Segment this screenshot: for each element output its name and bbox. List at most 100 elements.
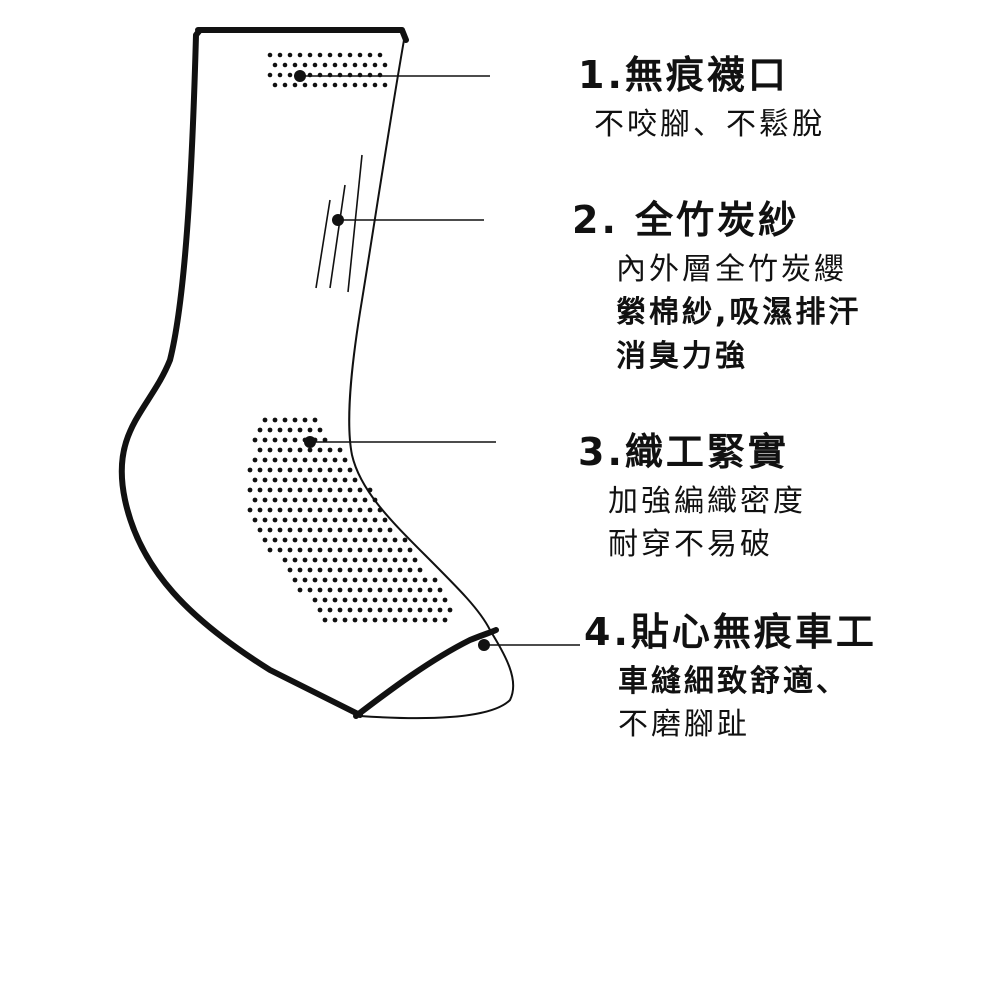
heel-dot [317, 467, 323, 473]
heel-dot [332, 497, 338, 503]
heel-dot [322, 597, 328, 603]
heel-dot [382, 557, 388, 563]
heel-dot [297, 507, 303, 513]
heel-dot [432, 577, 438, 583]
heel-dot [277, 507, 283, 513]
heel-dot [442, 597, 448, 603]
heel-dot [272, 437, 278, 443]
heel-dot [272, 417, 278, 423]
cuff-dot [357, 52, 363, 58]
heel-dot [267, 427, 273, 433]
cuff-dot [342, 62, 348, 68]
heel-dot [382, 577, 388, 583]
cuff-dot [317, 52, 323, 58]
heel-dot [392, 557, 398, 563]
cuff-dot [272, 62, 278, 68]
heel-dot [262, 417, 268, 423]
heel-dot [337, 607, 343, 613]
heel-dot [377, 507, 383, 513]
heel-dot [287, 447, 293, 453]
heel-dot [262, 457, 268, 463]
heel-dot [332, 597, 338, 603]
cuff-dot [282, 62, 288, 68]
heel-dot [402, 537, 408, 543]
heel-dot [407, 607, 413, 613]
heel-dot [322, 617, 328, 623]
heel-dot [292, 417, 298, 423]
heel-dot [367, 607, 373, 613]
heel-dot [312, 517, 318, 523]
heel-dot [382, 597, 388, 603]
heel-dot [287, 487, 293, 493]
heel-dot [347, 567, 353, 573]
heel-dot [402, 597, 408, 603]
heel-dot [367, 487, 373, 493]
sock-front-outline [348, 39, 515, 720]
heel-dot [282, 557, 288, 563]
heel-dot [282, 477, 288, 483]
heel-dot [257, 507, 263, 513]
feature-4-line-1: 車縫細致舒適、 [618, 663, 849, 699]
heel-dot [247, 487, 253, 493]
heel-dot [392, 537, 398, 543]
cuff-dot [372, 82, 378, 88]
heel-dot [347, 507, 353, 513]
heel-dot [387, 587, 393, 593]
feature-1-title: 1.無痕襪口 [578, 53, 789, 97]
heel-dot [362, 577, 368, 583]
heel-dot [352, 557, 358, 563]
heel-dot [312, 577, 318, 583]
cuff-dot [327, 52, 333, 58]
heel-dot [377, 607, 383, 613]
heel-dot [282, 417, 288, 423]
heel-dot [317, 567, 323, 573]
heel-dot [352, 517, 358, 523]
heel-dot [307, 507, 313, 513]
heel-dot [322, 557, 328, 563]
heel-dot [277, 487, 283, 493]
cuff-dot [282, 82, 288, 88]
heel-dot [342, 497, 348, 503]
heel-dot [282, 457, 288, 463]
heel-dot [327, 507, 333, 513]
heel-dot [327, 547, 333, 553]
heel-dot [357, 567, 363, 573]
heel-dot [362, 617, 368, 623]
cuff-dot [362, 82, 368, 88]
heel-dot [372, 577, 378, 583]
heel-dot [362, 557, 368, 563]
cuff-dot [267, 52, 273, 58]
heel-dot [327, 467, 333, 473]
heel-dot [412, 557, 418, 563]
heel-dot [307, 567, 313, 573]
heel-dot [332, 517, 338, 523]
heel-dot [367, 527, 373, 533]
heel-dot [432, 617, 438, 623]
heel-dot [267, 527, 273, 533]
cuff-dot [337, 52, 343, 58]
heel-dot [297, 587, 303, 593]
heel-dot [277, 447, 283, 453]
heel-dot-pattern [247, 417, 453, 623]
heel-dot [312, 417, 318, 423]
heel-dot [317, 607, 323, 613]
heel-dot [372, 597, 378, 603]
heel-dot [347, 527, 353, 533]
cuff-dot [267, 72, 273, 78]
cuff-dot [287, 72, 293, 78]
heel-dot [382, 517, 388, 523]
heel-dot [317, 487, 323, 493]
leader-dots [294, 70, 490, 651]
heel-dot [317, 587, 323, 593]
leader-dot-1 [294, 70, 306, 82]
heel-dot [302, 477, 308, 483]
cuff-dot [307, 52, 313, 58]
cuff-dot [332, 62, 338, 68]
heel-dot [282, 537, 288, 543]
bamboo-fiber-lines [315, 154, 363, 293]
heel-dot [357, 547, 363, 553]
cuff-dot [347, 52, 353, 58]
heel-dot [262, 437, 268, 443]
heel-dot [332, 477, 338, 483]
